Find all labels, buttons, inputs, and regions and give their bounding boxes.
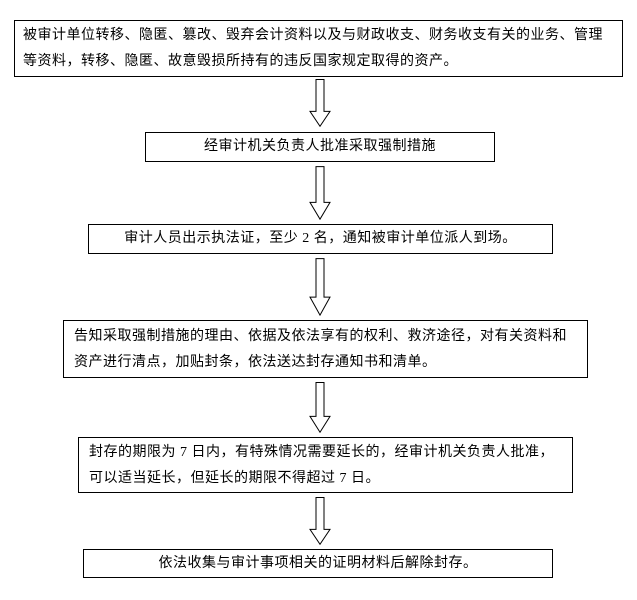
flow-step-4: 告知采取强制措施的理由、依据及依法享有的权利、救济途径，对有关资料和资产进行清点…	[63, 320, 588, 378]
flow-step-1: 被审计单位转移、隐匿、篡改、毁弃会计资料以及与财政收支、财务收支有关的业务、管理…	[14, 20, 623, 77]
flow-step-6: 依法收集与审计事项相关的证明材料后解除封存。	[83, 549, 553, 578]
down-arrow-icon	[309, 79, 331, 127]
flow-step-2: 经审计机关负责人批准采取强制措施	[145, 132, 495, 162]
flow-step-5: 封存的期限为 7 日内，有特殊情况需要延长的，经审计机关负责人批准，可以适当延长…	[78, 437, 573, 493]
down-arrow-icon	[309, 258, 331, 316]
down-arrow-icon	[309, 497, 331, 545]
down-arrow-icon	[309, 166, 331, 220]
down-arrow-icon	[309, 382, 331, 433]
flow-step-3: 审计人员出示执法证，至少 2 名，通知被审计单位派人到场。	[88, 224, 553, 254]
